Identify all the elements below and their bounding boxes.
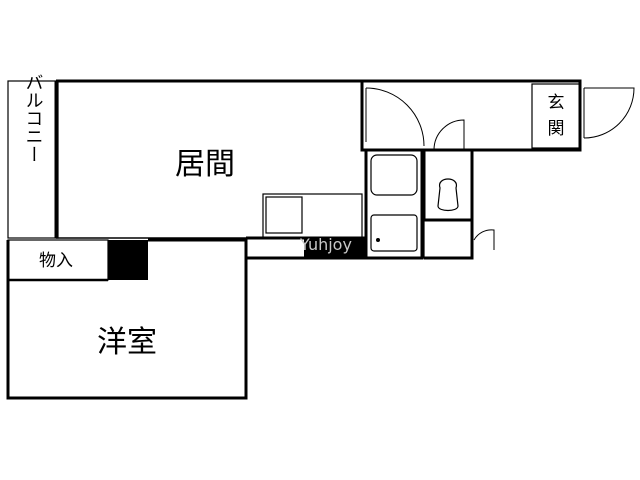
balcony-outline <box>7 80 59 239</box>
bath-tub <box>370 154 418 196</box>
hall-door-swing <box>365 87 425 147</box>
kitchen-sink <box>265 196 303 234</box>
bath-sink <box>370 214 418 252</box>
entrance-door-swing <box>583 87 635 139</box>
kitchen-column <box>304 238 366 258</box>
toilet-walls <box>422 148 474 222</box>
watermark-text: Yuhjoy <box>299 235 352 254</box>
bathroom-walls <box>364 148 424 260</box>
bathroom <box>364 148 424 260</box>
entrance-label-line1: 玄 <box>548 93 565 113</box>
western-room-walls <box>6 238 248 400</box>
storage-label: 物入 <box>39 251 73 271</box>
utility-door-swing <box>473 229 495 250</box>
western-room-label: 洋室 <box>97 325 157 360</box>
bath-drain <box>376 238 380 242</box>
toilet-door-swing <box>433 119 465 151</box>
utility-nook <box>423 219 495 259</box>
utility-outline <box>423 219 473 259</box>
balcony-area: バルコニー <box>7 73 59 239</box>
living-room-label: 居間 <box>175 147 235 182</box>
balcony-label: バルコニー <box>23 73 44 163</box>
toilet-bowl <box>437 178 459 212</box>
storage-column <box>108 240 148 280</box>
living-room: 居間 <box>56 79 368 240</box>
toilet-room <box>422 148 474 222</box>
western-room: 洋室 <box>6 238 248 400</box>
entrance-label-line2: 関 <box>548 119 565 139</box>
kitchen-counter <box>262 193 363 239</box>
entrance-outline <box>531 83 581 149</box>
entrance-area: 玄 関 <box>531 83 635 149</box>
storage-area: 物入 <box>7 239 148 281</box>
